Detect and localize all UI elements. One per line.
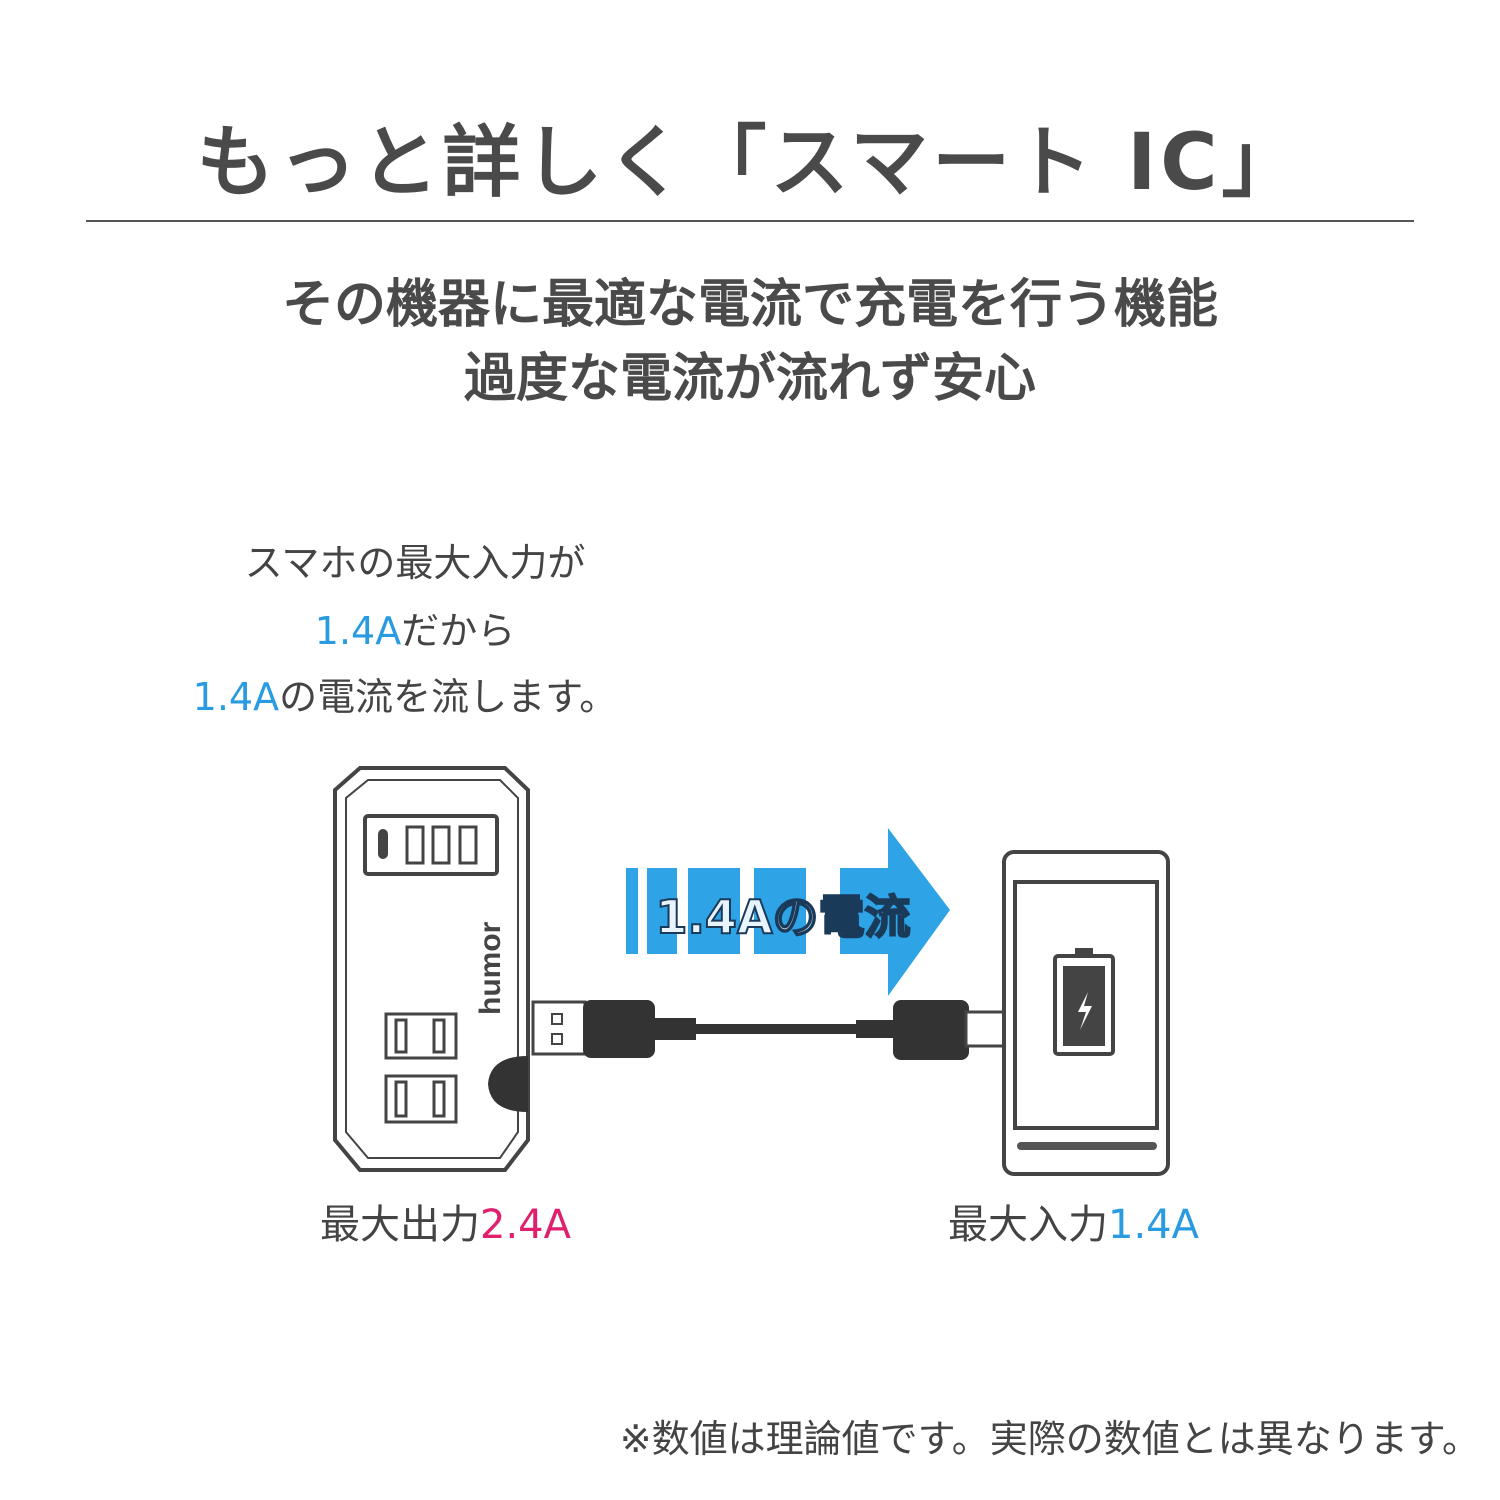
caption-label: 最大出力 (320, 1202, 480, 1248)
max-input-value: 1.4A (1108, 1202, 1199, 1248)
max-output-value: 2.4A (480, 1202, 571, 1248)
brand-logo: humor (474, 921, 507, 1015)
input-current-value: 1.4A (314, 609, 402, 653)
footnote: ※数値は理論値です。実際の数値とは異なります。 (619, 1417, 1480, 1461)
page-title: もっと詳しく「スマート IC」 (196, 118, 1304, 208)
phone-caption: 最大入力1.4A (948, 1192, 1199, 1250)
subtitle-line-1: その機器に最適な電流で充電を行う機能 (281, 275, 1218, 335)
flow-current-value: 1.4A (192, 675, 280, 719)
explanation-text: の電流を流します。 (279, 675, 618, 719)
explanation-text: だから (401, 609, 516, 653)
current-flow-arrow (626, 828, 950, 996)
caption-label: 最大入力 (948, 1202, 1108, 1248)
arrow-label: 1.4Aの電流 (655, 890, 910, 944)
lightning-bolt-icon (1078, 992, 1092, 1030)
explanation-line-2: 1.4Aだから (180, 600, 650, 655)
explanation-line-3: 1.4Aの電流を流します。 (150, 666, 660, 721)
smartphone-illustration (1002, 850, 1170, 1176)
subtitle-line-2: 過度な電流が流れず安心 (463, 349, 1036, 409)
title-divider (86, 220, 1414, 222)
explanation-line-1: スマホの最大入力が (244, 541, 586, 585)
charger-illustration (333, 766, 530, 1172)
charger-caption: 最大出力2.4A (320, 1192, 571, 1250)
usb-cable-illustration (531, 1000, 1008, 1060)
